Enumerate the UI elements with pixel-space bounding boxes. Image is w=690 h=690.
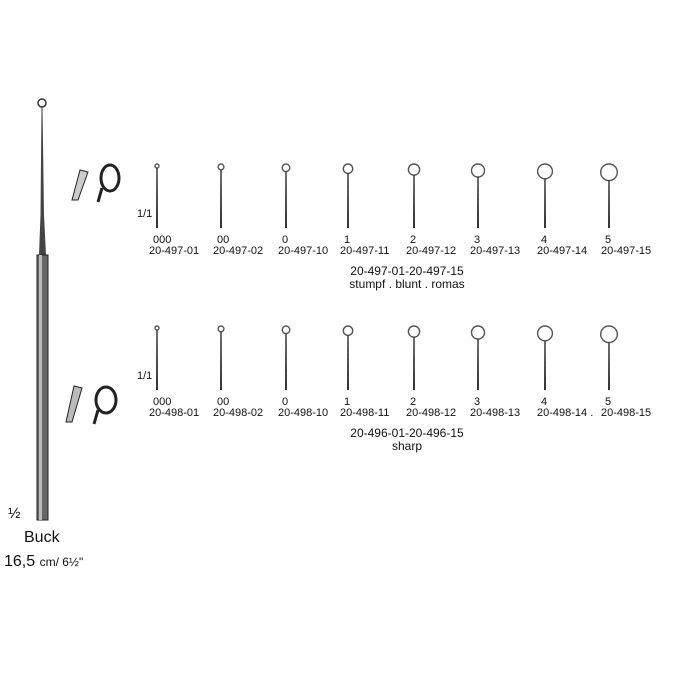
curette-illustration: [154, 163, 160, 228]
curette-illustration: [407, 325, 421, 390]
article-code: 20-497-15: [601, 245, 652, 257]
article-code: 20-498-11: [340, 407, 390, 419]
article-code: 20-497-10: [278, 245, 329, 257]
curette-illustration: [536, 163, 554, 228]
article-code: 20-498-13: [470, 407, 521, 419]
size-label: 4: [541, 396, 548, 408]
size-label: 000: [153, 234, 172, 246]
size-label: 0: [282, 234, 289, 246]
instrument-length: 16,5 cm/ 6½": [4, 553, 84, 570]
article-code: 20-497-02: [213, 245, 264, 257]
blunt-tip-detail-icon: [71, 163, 121, 203]
article-code: 20-498-14 .: [537, 407, 594, 419]
article-range: 20-497-01-20-497-15: [350, 264, 464, 278]
size-label: 3: [474, 396, 481, 408]
curette-illustration: [342, 163, 354, 228]
curette-illustration: [217, 325, 225, 390]
instrument-name: Buck: [24, 529, 60, 546]
sharp-tip-detail-icon: [65, 385, 118, 425]
curette-illustration: [536, 325, 554, 390]
size-label: 00: [217, 396, 230, 408]
article-code: 20-498-02: [213, 407, 264, 419]
curette-illustration: [217, 163, 225, 228]
article-code: 20-498-01: [149, 407, 200, 419]
size-label: 3: [474, 234, 481, 246]
size-label: 00: [217, 234, 230, 246]
row-description: sharp: [391, 439, 423, 453]
article-code: 20-497-11: [340, 245, 390, 257]
curette-illustration: [154, 325, 160, 390]
curette-illustration: [470, 163, 486, 228]
size-label: 5: [605, 234, 612, 246]
size-label: 000: [153, 396, 172, 408]
curette-illustration: [407, 163, 421, 228]
main-scale: ½: [8, 505, 21, 522]
curette-illustration: [281, 163, 291, 228]
size-label: 1: [344, 234, 351, 246]
row-scale: 1/1: [137, 370, 153, 382]
size-label: 2: [410, 396, 417, 408]
size-label: 1: [344, 396, 351, 408]
size-label: 5: [605, 396, 612, 408]
article-code: 20-498-12: [406, 407, 457, 419]
length-value: 16,5: [4, 553, 36, 570]
size-label: 2: [410, 234, 417, 246]
curette-illustration: [599, 325, 619, 390]
row-description: stumpf . blunt . romas: [349, 277, 465, 291]
length-unit: cm/ 6½": [39, 555, 84, 569]
size-label: 0: [282, 396, 289, 408]
article-code: 20-498-15: [601, 407, 652, 419]
article-code: 20-497-12: [406, 245, 457, 257]
curette-illustration: [599, 163, 619, 228]
article-code: 20-497-13: [470, 245, 521, 257]
row-scale: 1/1: [137, 208, 153, 220]
curette-illustration: [470, 325, 486, 390]
article-code: 20-497-01: [149, 245, 200, 257]
article-range: 20-496-01-20-496-15: [350, 426, 464, 440]
size-label: 4: [541, 234, 548, 246]
curette-illustration: [342, 325, 354, 390]
article-code: 20-497-14: [537, 245, 588, 257]
article-code: 20-498-10: [278, 407, 329, 419]
curette-illustration: [281, 325, 291, 390]
buck-curette-illustration: [36, 98, 49, 521]
